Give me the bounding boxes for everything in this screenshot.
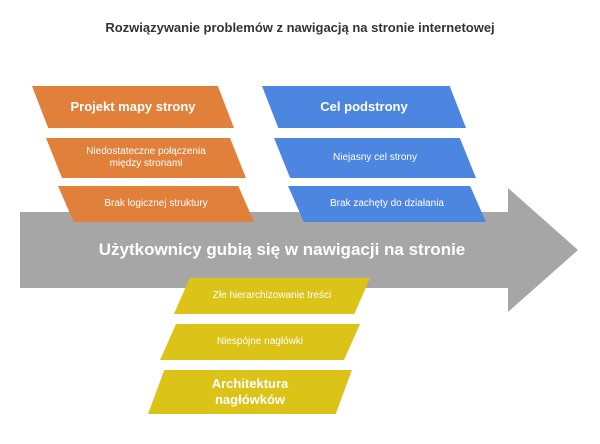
category-site-map-title: Projekt mapy strony bbox=[70, 99, 196, 115]
category-subpage-goal: Cel podstrony bbox=[262, 86, 466, 128]
cause-label: Niedostateczne połączenia między stronam… bbox=[86, 146, 206, 169]
diagram-title: Rozwiązywanie problemów z nawigacją na s… bbox=[105, 20, 495, 35]
cause-label: Niejasny cel strony bbox=[333, 152, 417, 163]
category-headings-title: Architektura nagłówków bbox=[211, 376, 289, 407]
cause-label: Brak logicznej struktury bbox=[104, 198, 208, 209]
cause-site-map-2: Brak logicznej struktury bbox=[58, 186, 254, 222]
cause-label: Złe hierarchizowanie treści bbox=[212, 290, 332, 301]
category-site-map: Projekt mapy strony bbox=[32, 86, 234, 128]
cause-headings-2: Niespójne nagłówki bbox=[160, 324, 360, 360]
cause-subpage-goal-1: Niejasny cel strony bbox=[274, 138, 476, 178]
effect-label: Użytkownicy gubią się w nawigacji na str… bbox=[98, 240, 466, 259]
cause-site-map-1: Niedostateczne połączenia między stronam… bbox=[46, 138, 246, 178]
category-headings: Architektura nagłówków bbox=[148, 370, 352, 414]
cause-label: Brak zachęty do działania bbox=[330, 198, 444, 209]
cause-headings-1: Złe hierarchizowanie treści bbox=[174, 278, 370, 314]
cause-label: Niespójne nagłówki bbox=[216, 336, 304, 347]
category-subpage-goal-title: Cel podstrony bbox=[320, 99, 408, 115]
cause-subpage-goal-2: Brak zachęty do działania bbox=[288, 186, 486, 222]
